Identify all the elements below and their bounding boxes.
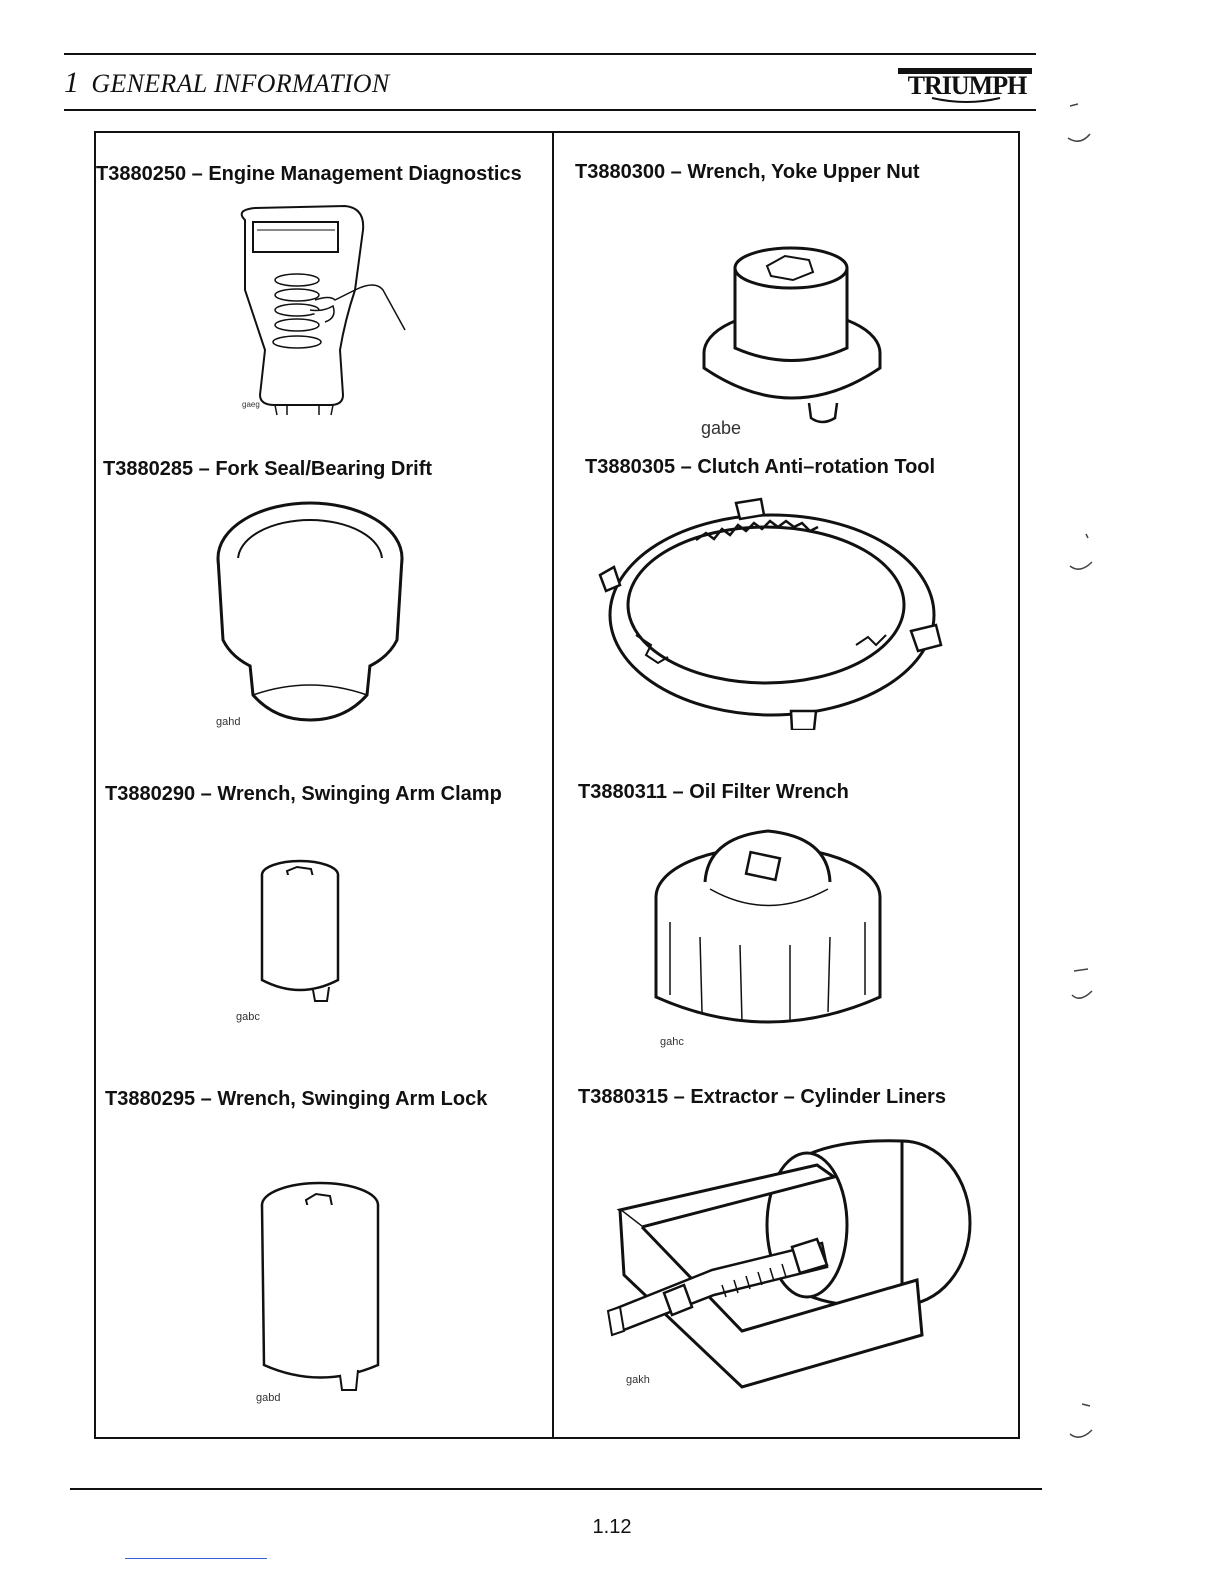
header-top-rule <box>64 53 1036 55</box>
swinging-arm-clamp-wrench-figure <box>260 859 340 1002</box>
figure-code-gabd: gabd <box>256 1392 281 1404</box>
tool-title-t3880305: T3880305 – Clutch Anti–rotation Tool <box>585 456 936 478</box>
chapter-title: GENERAL INFORMATION <box>91 69 390 98</box>
clutch-anti-rotation-tool-figure <box>598 497 943 730</box>
fork-seal-drift-figure <box>216 501 404 722</box>
figure-code-gakh: gakh <box>626 1374 650 1386</box>
tool-title-t3880295: T3880295 – Wrench, Swinging Arm Lock <box>105 1088 488 1110</box>
page-number: 1.12 <box>592 1516 632 1538</box>
tool-table-frame <box>94 131 1020 1439</box>
figure-code-gabc: gabc <box>236 1011 260 1023</box>
svg-text:TRIUMPH: TRIUMPH <box>908 71 1027 100</box>
margin-mark-3 <box>1071 968 1093 999</box>
figure-code-gahd: gahd <box>216 716 241 728</box>
triumph-logo: TRIUMPH <box>898 68 1032 103</box>
tool-title-t3880311: T3880311 – Oil Filter Wrench <box>578 781 849 803</box>
page-title: 1 GENERAL INFORMATION <box>64 66 390 100</box>
figure-code-gahc: gahc <box>660 1036 684 1048</box>
tool-title-t3880315: T3880315 – Extractor – Cylinder Liners <box>578 1086 946 1108</box>
figure-code-gabe: gabe <box>701 418 742 438</box>
tool-title-t3880290: T3880290 – Wrench, Swinging Arm Clamp <box>105 783 502 805</box>
chapter-number: 1 <box>64 66 80 99</box>
swinging-arm-lock-wrench-figure <box>260 1181 380 1391</box>
yoke-upper-nut-wrench-figure <box>702 246 882 424</box>
margin-mark-2 <box>1069 533 1093 570</box>
header-bottom-rule <box>64 109 1036 111</box>
margin-mark-1 <box>1067 103 1091 142</box>
column-divider <box>552 131 554 1439</box>
cylinder-liner-extractor-figure <box>606 1139 972 1389</box>
figure-code-gaeg: gaeg <box>242 400 260 409</box>
diagnostic-tool-figure <box>240 204 406 416</box>
tool-title-t3880250: T3880250 – Engine Management Diagnostics <box>96 163 522 185</box>
blue-scan-line <box>125 1558 267 1559</box>
tool-title-t3880300: T3880300 – Wrench, Yoke Upper Nut <box>575 161 920 183</box>
oil-filter-wrench-figure <box>654 829 882 1024</box>
tool-title-t3880285: T3880285 – Fork Seal/Bearing Drift <box>103 458 433 480</box>
margin-mark-4 <box>1069 1403 1093 1438</box>
footer-rule <box>70 1488 1042 1490</box>
